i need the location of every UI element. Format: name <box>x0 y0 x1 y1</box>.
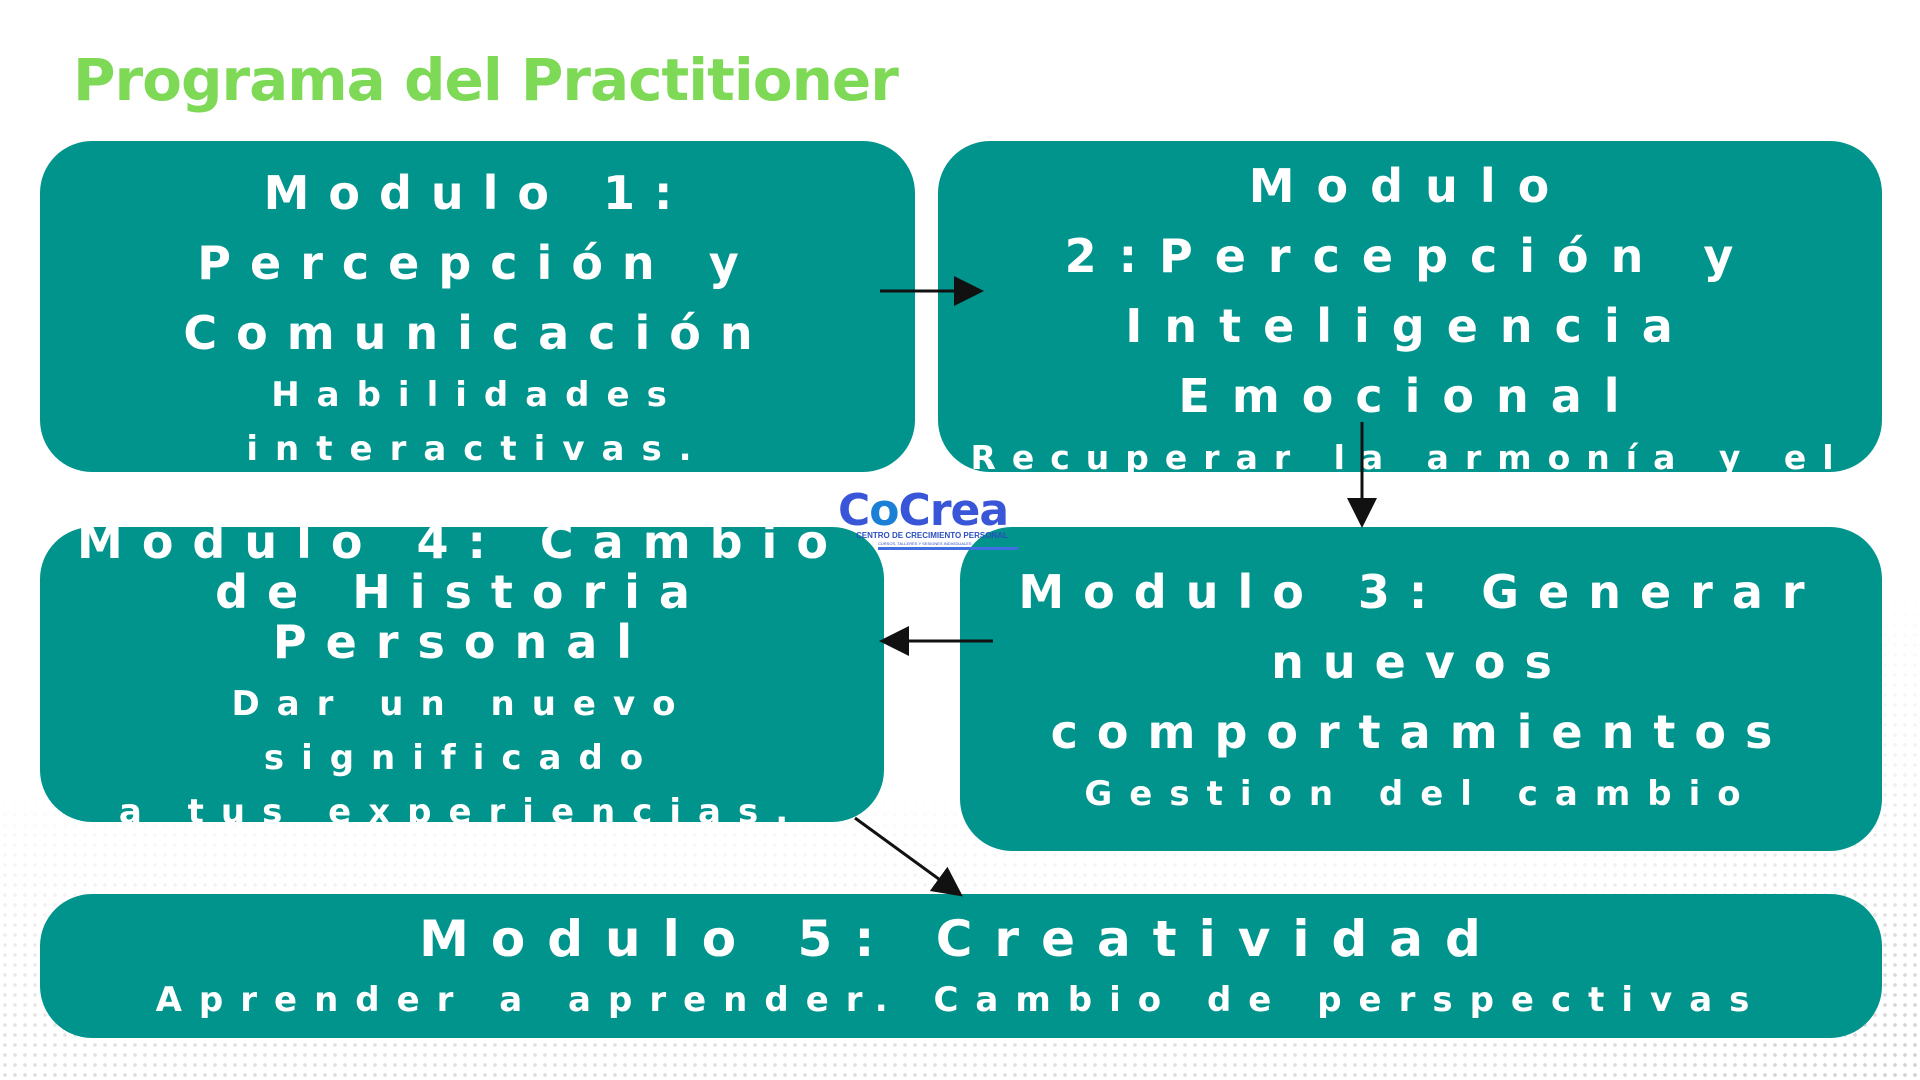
module-5-box: Modulo 5: Creatividad Aprender a aprende… <box>40 894 1882 1038</box>
module-4-title-line-3: Personal <box>272 615 652 669</box>
module-1-box: Modulo 1: Percepción y Comunicación Habi… <box>40 141 915 472</box>
module-4-title-line-1: Modulo 4: Cambio <box>77 515 847 569</box>
module-2-subtitle-line-1: Recuperar la armonía y el <box>970 438 1850 477</box>
logo-tagline: CENTRO DE CRECIMIENTO PERSONAL <box>856 531 1008 540</box>
module-4-subtitle-line-2: a tus experiencias. <box>118 792 806 832</box>
logo-underline <box>878 547 1018 550</box>
module-5-title: Modulo 5: Creatividad <box>419 910 1503 968</box>
logo-tagline-small: CURSOS, TALLERES Y SESIONES INDIVIDUALES <box>878 541 972 546</box>
module-4-subtitle-line-1: Dar un nuevo significado <box>231 684 693 778</box>
module-1-subtitle: Habilidades interactivas. <box>246 374 709 469</box>
module-3-title-line-2: nuevos <box>1271 635 1571 689</box>
module-2-box: Modulo 2:Percepción y Inteligencia Emoci… <box>938 141 1882 531</box>
module-1-title-line-3: Comunicación <box>183 305 772 360</box>
arrow-module-4-to-5 <box>854 816 963 897</box>
module-2-title-line-1: Modulo 2:Percepción y <box>1064 159 1756 283</box>
module-5-subtitle: Aprender a aprender. Cambio de perspecti… <box>155 980 1767 1020</box>
module-3-title-line-1: Modulo 3: Generar <box>1018 565 1824 619</box>
module-1-title-line-1: Modulo 1: <box>263 165 692 220</box>
module-2-title-line-2: Inteligencia Emocional <box>1125 299 1695 423</box>
module-3-subtitle: Gestion del cambio <box>1084 774 1758 814</box>
module-1-title-line-2: Percepción y <box>197 235 758 290</box>
module-4-title-line-2: de Historia <box>215 565 709 619</box>
page-title: Programa del Practitioner <box>73 46 899 114</box>
module-4-box: Modulo 4: Cambio de Historia Personal Da… <box>40 515 884 832</box>
cocrea-logo: CoCrea CENTRO DE CRECIMIENTO PERSONAL CU… <box>838 487 1018 555</box>
module-2-subtitle-line-2: equilibrio <box>1241 492 1579 531</box>
logo-wordmark: CoCrea <box>838 485 1009 536</box>
module-3-box: Modulo 3: Generar nuevos comportamientos… <box>960 527 1882 851</box>
module-3-title-line-3: comportamientos <box>1050 705 1792 759</box>
